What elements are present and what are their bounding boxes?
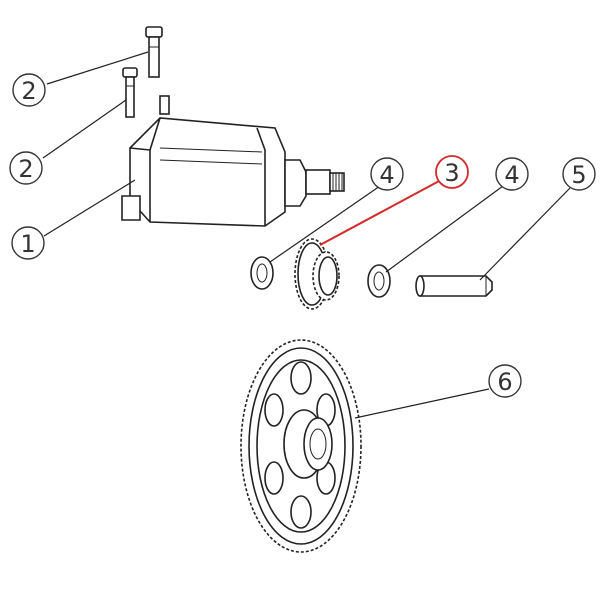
callout-3-highlighted: 3 [435,155,469,189]
leader-4a [269,185,381,263]
washer-right [367,264,391,298]
starter-motor [121,95,345,227]
callout-2-lower: 2 [9,151,43,185]
callout-2-upper: 2 [12,73,46,107]
svg-text:5: 5 [571,161,586,189]
svg-text:2: 2 [18,155,33,183]
leader-2a [46,51,149,85]
callout-5: 5 [562,157,596,191]
callout-4-left: 4 [370,157,404,191]
callout-4-right: 4 [495,157,529,191]
svg-text:1: 1 [20,230,35,258]
callout-1: 1 [11,226,45,260]
bolt-lower [122,67,138,118]
leader-1 [43,179,136,237]
callout-6: 6 [488,364,522,398]
washer-left [250,256,274,290]
leader-2b [42,99,127,159]
svg-text:4: 4 [379,161,394,189]
svg-text:4: 4 [504,161,519,189]
svg-text:6: 6 [497,368,512,396]
leader-6 [354,388,490,419]
bolt-upper [145,26,163,78]
gear-shaft [415,275,493,297]
leader-5 [479,187,571,281]
leader-4b [385,185,504,273]
svg-text:3: 3 [444,159,459,187]
idler-gear [294,238,340,310]
ring-gear [240,339,362,553]
svg-text:2: 2 [21,77,36,105]
leader-3 [319,179,442,246]
